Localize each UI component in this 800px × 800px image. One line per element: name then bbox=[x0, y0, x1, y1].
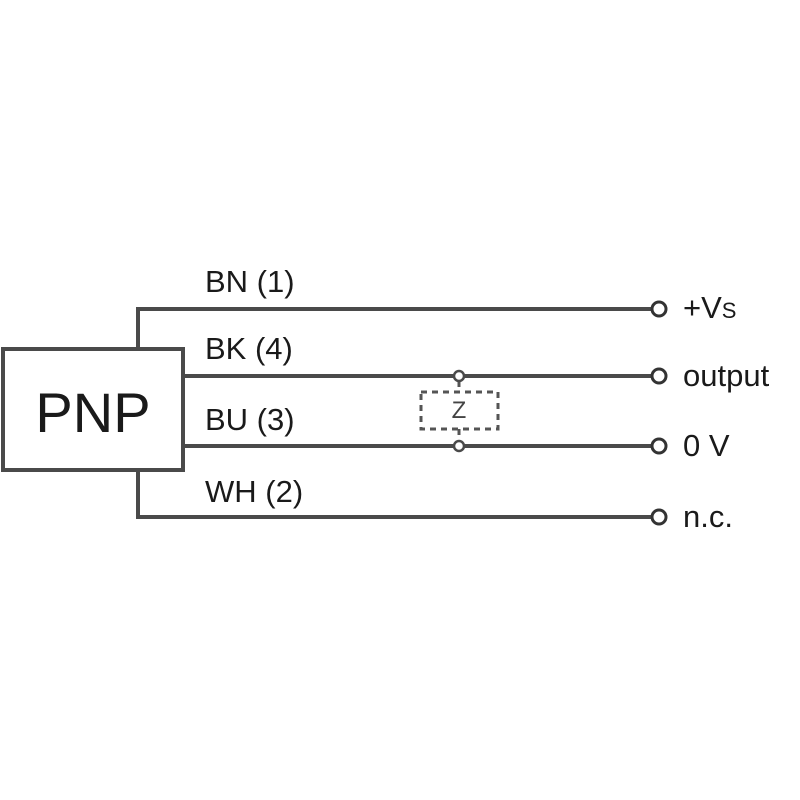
pnp-label: PNP bbox=[35, 381, 150, 444]
wire-label-bn: BN (1) bbox=[205, 264, 295, 299]
terminal-output bbox=[650, 367, 668, 385]
pnp-sensor-box bbox=[1, 347, 185, 472]
wire-label-bk: BK (4) bbox=[205, 331, 293, 366]
load-node-0v bbox=[452, 439, 466, 453]
wire-wh bbox=[136, 470, 651, 519]
wire-bn bbox=[136, 307, 651, 349]
terminal-label-vs-subscript: S bbox=[722, 298, 737, 323]
terminal-label-0v: 0 V bbox=[683, 428, 730, 463]
wire-label-bu: BU (3) bbox=[205, 402, 295, 437]
terminal-0v bbox=[650, 437, 668, 455]
load-node-output bbox=[452, 369, 466, 383]
terminal-vs bbox=[650, 300, 668, 318]
terminal-label-output: output bbox=[683, 358, 770, 393]
wire-label-wh: WH (2) bbox=[205, 474, 303, 509]
load-z-label: Z bbox=[452, 397, 467, 424]
load-z-box bbox=[419, 390, 500, 431]
terminal-label-nc: n.c. bbox=[683, 499, 733, 534]
terminal-nc bbox=[650, 508, 668, 526]
terminal-label-vs: +VS bbox=[683, 290, 736, 325]
